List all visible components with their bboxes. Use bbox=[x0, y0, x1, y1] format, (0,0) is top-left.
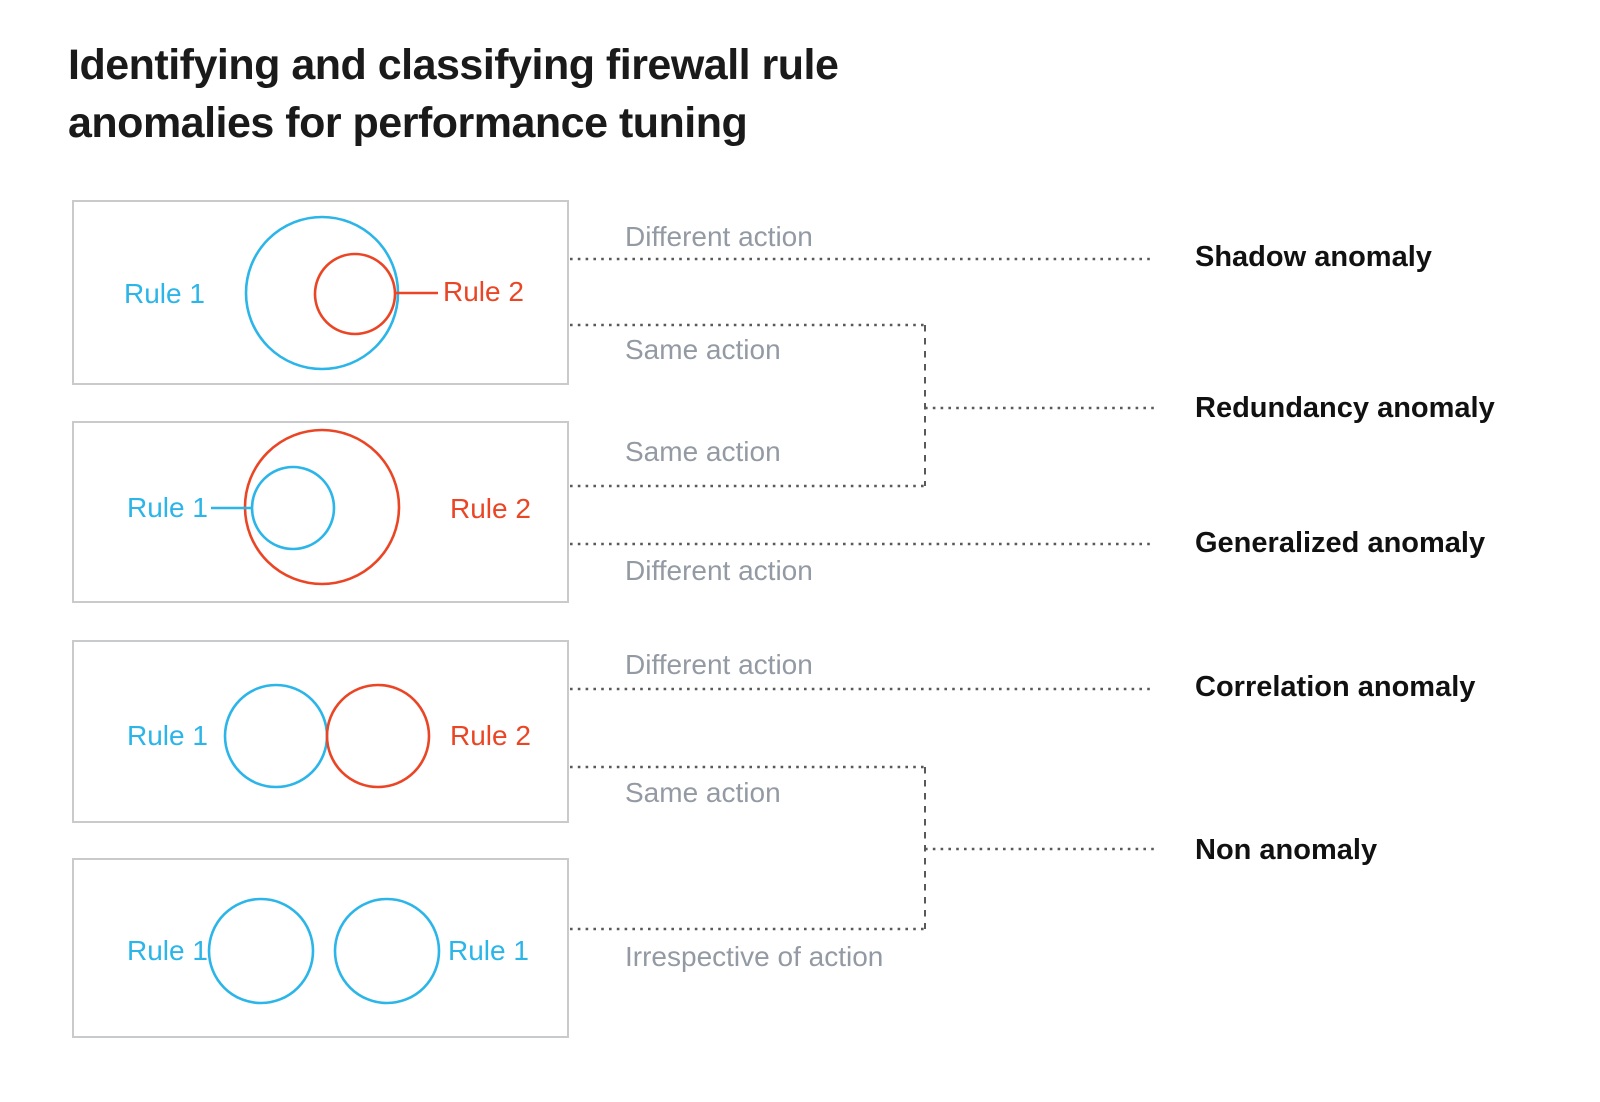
action-label-redundancy-top: Same action bbox=[625, 334, 781, 365]
rule1-label-correlation: Rule 1 bbox=[127, 720, 208, 751]
label-shadow-anomaly: Shadow anomaly bbox=[1195, 241, 1432, 273]
title-line-1: Identifying and classifying firewall rul… bbox=[68, 41, 839, 89]
title-line-2: anomalies for performance tuning bbox=[68, 99, 748, 147]
action-label-redundancy-bottom: Same action bbox=[625, 436, 781, 467]
action-label-correlation: Different action bbox=[625, 649, 813, 680]
panel-non-anomaly bbox=[72, 858, 569, 1038]
action-label-generalized: Different action bbox=[625, 555, 813, 586]
rule1-label-generalized: Rule 1 bbox=[127, 492, 208, 523]
rule2-label-correlation: Rule 2 bbox=[450, 720, 531, 751]
label-correlation-anomaly: Correlation anomaly bbox=[1195, 671, 1476, 703]
action-label-non-top: Same action bbox=[625, 777, 781, 808]
rule1-label-non-left: Rule 1 bbox=[127, 935, 208, 966]
rule1-label-non-right: Rule 1 bbox=[448, 935, 529, 966]
action-label-non-bottom: Irrespective of action bbox=[625, 941, 884, 972]
label-non-anomaly: Non anomaly bbox=[1195, 834, 1378, 866]
rule2-label-shadow: Rule 2 bbox=[443, 276, 524, 307]
rule2-label-generalized: Rule 2 bbox=[450, 493, 531, 524]
page-title: Identifying and classifying firewall rul… bbox=[68, 36, 839, 152]
label-redundancy-anomaly: Redundancy anomaly bbox=[1195, 392, 1495, 424]
action-label-shadow: Different action bbox=[625, 221, 813, 252]
rule1-label-shadow: Rule 1 bbox=[124, 278, 205, 309]
label-generalized-anomaly: Generalized anomaly bbox=[1195, 527, 1486, 559]
